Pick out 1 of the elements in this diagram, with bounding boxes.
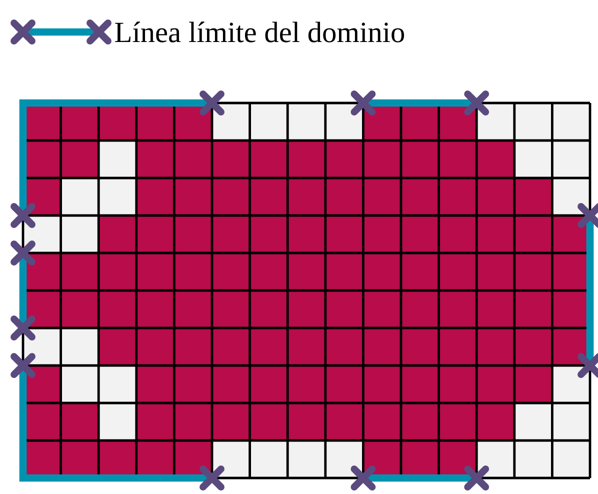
legend-text: Línea límite del dominio — [115, 22, 404, 42]
